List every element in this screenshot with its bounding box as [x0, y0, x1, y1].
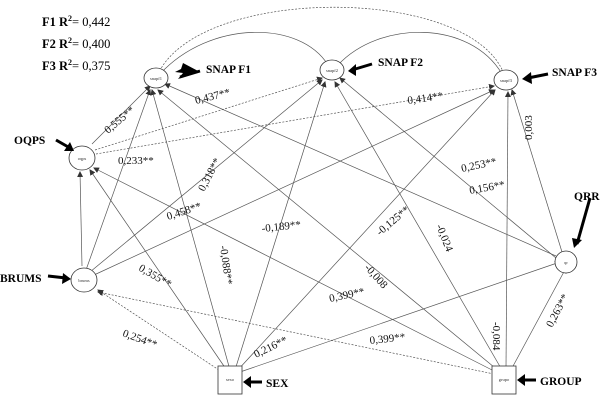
- label-brums: BRUMS: [0, 273, 42, 285]
- r2-summary: F1 R2= 0,442 F2 R2= 0,400 F3 R2= 0,375: [42, 14, 110, 73]
- arrow-icon: [517, 374, 525, 386]
- arrow-icon: [62, 273, 71, 284]
- svg-text:qr: qr: [564, 260, 568, 265]
- svg-text:snapf3: snapf3: [500, 78, 513, 83]
- node-snapf3: snapf3: [493, 69, 519, 91]
- coef-group-f1: -0,024: [433, 223, 455, 254]
- label-snapf1: SNAP F1: [206, 64, 251, 76]
- coef-group-brums: 0,399**: [369, 331, 406, 347]
- node-snapf2: snapf2: [319, 59, 345, 81]
- node-qrr: qr: [554, 250, 578, 274]
- path-sex-brums: [97, 289, 223, 373]
- coef-brums-f3: 0,458**: [165, 200, 203, 222]
- coef-oqps-f2: 0,437**: [194, 87, 232, 107]
- svg-text:snapf2: snapf2: [326, 68, 338, 73]
- svg-text:brums: brums: [78, 278, 89, 283]
- label-snapf3: SNAP F3: [552, 67, 597, 79]
- covariance-arcs: [157, 6, 505, 75]
- coef-oqps-f3: 0,414**: [407, 90, 444, 107]
- r2-f3: F3 R2= 0,375: [42, 58, 110, 73]
- coef-sex-f1: -0,088**: [217, 245, 234, 286]
- coef-sex-f2: -0,189**: [261, 219, 301, 235]
- node-oqps: oqps: [68, 145, 96, 171]
- label-snapf2: SNAP F2: [378, 57, 423, 69]
- path-qrr-f3: [510, 89, 563, 253]
- label-oqps: OQPS: [14, 135, 45, 147]
- path-sex-qrr: [239, 260, 561, 373]
- coef-group-oqps: 0,399**: [328, 286, 365, 305]
- coef-qrr-f3: 0,003: [523, 115, 535, 140]
- arrow-icon: [243, 376, 251, 388]
- coef-qrr-f1: 0,253**: [460, 156, 497, 175]
- path-qrr-f2: [339, 77, 557, 259]
- path-oqps-f1: [91, 85, 151, 145]
- coef-group-f3: -0,084: [490, 322, 502, 351]
- node-brums: brums: [70, 267, 98, 293]
- coef-brums-f2: 0,318**: [196, 156, 223, 193]
- arrow-icon: [348, 64, 356, 76]
- coef-qrr-f2: 0,156**: [468, 179, 505, 197]
- coef-sex-brums: 0,254**: [121, 328, 159, 352]
- arrow-icon: [64, 142, 74, 151]
- pointer-snapf1: [179, 69, 201, 79]
- path-brums-f2: [89, 79, 323, 273]
- coefficient-labels: 0,555** 0,437** 0,414** 0,233** 0,318** …: [102, 87, 571, 361]
- coef-group-f2: -0,125**: [374, 204, 412, 239]
- path-oqps-f3: [95, 83, 495, 155]
- path-group-f2: [334, 81, 503, 371]
- path-sex-oqps: [89, 169, 229, 373]
- coef-oqps-f1: 0,555**: [102, 104, 137, 136]
- path-group-qrr: [511, 267, 567, 369]
- nodes: snapf1 snapf2 snapf3 oqps qr brums sexo: [68, 59, 578, 395]
- path-sex-f2: [234, 81, 327, 371]
- svg-text:snapf1: snapf1: [150, 76, 162, 81]
- path-brums-oqps: [77, 171, 84, 267]
- node-group: grupo: [491, 365, 517, 395]
- node-sex: sexo: [217, 365, 243, 395]
- svg-text:grupo: grupo: [499, 377, 510, 382]
- coef-sex-f3: -0,008: [362, 262, 390, 292]
- r2-f1: F1 R2= 0,442: [42, 14, 110, 29]
- arc-f1-f3: [157, 6, 505, 75]
- coef-brums-f1: 0,233**: [118, 155, 154, 167]
- arc-f1-f2: [159, 31, 329, 75]
- path-sex-f3: [235, 89, 496, 373]
- path-group-f1: [157, 89, 501, 373]
- svg-text:sexo: sexo: [226, 377, 235, 382]
- label-qrr: QRR: [574, 191, 600, 203]
- coef-group-qrr: 0,263**: [544, 292, 571, 329]
- path-group-brums: [97, 290, 495, 375]
- path-qrr-f1: [164, 83, 557, 257]
- path-sex-f1: [150, 89, 231, 371]
- svg-text:oqps: oqps: [78, 156, 87, 161]
- arrow-icon: [522, 72, 532, 84]
- node-snapf1: snapf1: [143, 67, 169, 89]
- path-group-oqps: [93, 167, 497, 373]
- path-lines: [77, 76, 567, 375]
- label-group: GROUP: [540, 376, 582, 388]
- arrow-icon: [572, 238, 582, 248]
- arrow-icon: [175, 63, 200, 79]
- path-group-f3: [504, 91, 511, 369]
- arc-f2-f3: [337, 31, 503, 75]
- r2-f2: F2 R2= 0,400: [42, 36, 110, 51]
- coef-sex-oqps: 0,355**: [137, 262, 174, 290]
- path-brums-f3: [93, 89, 495, 276]
- label-sex: SEX: [266, 378, 289, 390]
- pointer-qrr: [575, 197, 592, 245]
- label-pointers: SNAP F1 SNAP F2 SNAP F3 OQPS QRR BRUMS S…: [0, 57, 600, 390]
